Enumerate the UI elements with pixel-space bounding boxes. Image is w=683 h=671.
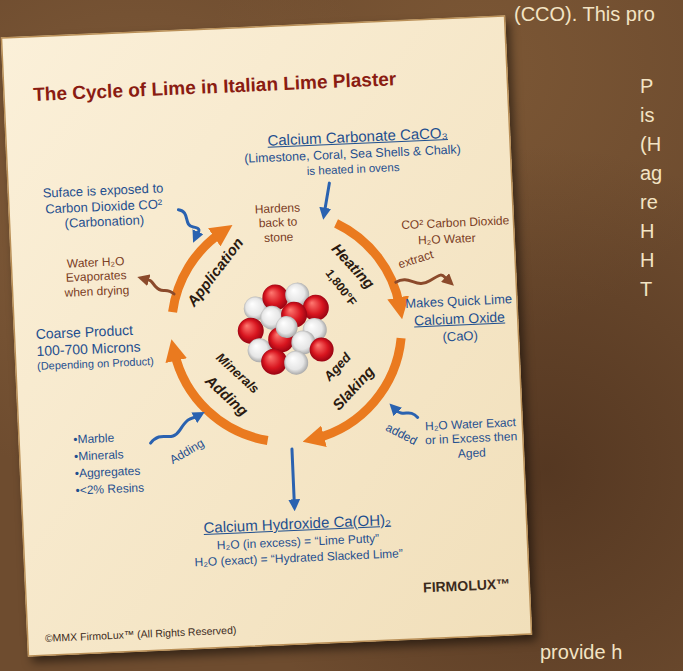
- background-text: (H: [640, 132, 661, 156]
- stage-label: Application: [183, 234, 247, 310]
- arrow-label: extract: [396, 247, 435, 272]
- process-note: CO² Carbon Dioxide: [401, 213, 510, 232]
- water-arrow: [395, 408, 417, 418]
- evaporation-arrow: [145, 278, 174, 295]
- card-ground: The Cycle of Lime in Italian Lime Plaste…: [1, 15, 533, 656]
- background-text: provide h: [540, 640, 622, 664]
- background-text: (CCO). This pro: [514, 2, 655, 26]
- arrow-label: Adding: [167, 436, 207, 467]
- molecule: [236, 281, 335, 377]
- carbonation-arrow: [178, 209, 199, 236]
- ingredient-item: •Marble: [73, 431, 114, 447]
- background-text: T: [640, 277, 652, 301]
- atom: [284, 350, 309, 375]
- process-note: H₂O Water Exact or in Excess then Aged: [423, 415, 520, 462]
- process-note: H₂O Water: [418, 231, 476, 248]
- process-note: Makes Quick Lime: [404, 291, 513, 311]
- ingredient-item: •Minerals: [74, 447, 124, 464]
- process-note: Hardens back to stone: [246, 200, 310, 246]
- ring-arrow: [174, 348, 267, 444]
- background-text: P: [640, 74, 653, 98]
- process-note: is heated in ovens: [307, 161, 400, 179]
- extract-arrow: [396, 275, 448, 285]
- background-text: H: [640, 219, 654, 243]
- brand-logo: FIRMOLUX™: [423, 576, 511, 597]
- diagram-title: The Cycle of Lime in Italian Lime Plaste…: [33, 68, 397, 107]
- process-note: Water H₂O Evaporates when drying: [50, 253, 142, 300]
- process-note: Suface is exposed to Carbon Dioxide CO² …: [35, 180, 172, 233]
- ingredient-item: •Aggregates: [75, 464, 141, 481]
- atom: [261, 348, 288, 375]
- card-panel: The Cycle of Lime in Italian Lime Plaste…: [1, 15, 533, 656]
- card-fill: [1, 15, 533, 656]
- atom: [275, 316, 298, 339]
- background-text: H: [640, 248, 654, 272]
- background-text: is: [640, 103, 654, 127]
- hydroxide-arrow: [292, 449, 294, 503]
- copyright-note: ©MMX FirmoLux™ (All Rights Reserved): [45, 624, 237, 645]
- formula: (CaO): [406, 326, 515, 346]
- background-text: re: [640, 190, 658, 214]
- heating-arrow: [323, 183, 330, 211]
- adding-arrow: [149, 416, 198, 443]
- atom: [309, 337, 334, 362]
- cycle-ring: [169, 221, 405, 445]
- ingredient-item: •<2% Resins: [75, 480, 144, 497]
- background-text: ag: [640, 161, 662, 185]
- compound-name: Calcium Oxide: [405, 308, 514, 329]
- arrow-label: added: [383, 420, 419, 448]
